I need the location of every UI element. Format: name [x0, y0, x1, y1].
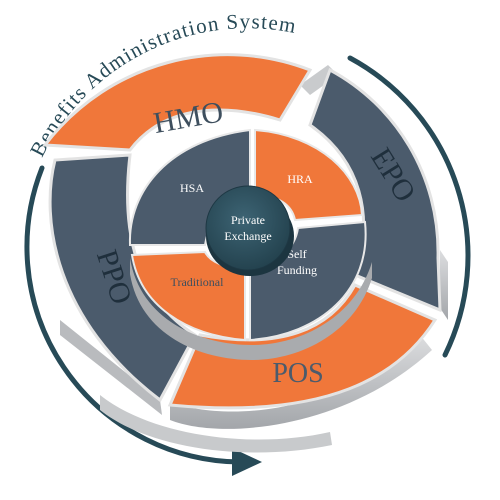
label-self-funding-line1: Self — [287, 247, 306, 261]
label-hsa: HSA — [180, 181, 204, 195]
label-self-funding-line2: Funding — [277, 263, 317, 277]
segment-ppo — [48, 153, 197, 403]
label-hra: HRA — [287, 172, 313, 186]
center-label-line1: Private — [231, 213, 265, 227]
cycle-arrow-left — [24, 165, 243, 465]
segment-hmo — [42, 53, 313, 152]
label-pos: POS — [272, 358, 323, 389]
center-hub — [205, 185, 291, 271]
segment-epo — [308, 67, 442, 313]
arrow-head-icon — [232, 448, 262, 476]
inner-ring-side — [130, 258, 372, 360]
cycle-arrow-right — [347, 55, 471, 358]
center-label-line2: Exchange — [224, 229, 271, 243]
label-traditional: Traditional — [171, 275, 225, 289]
